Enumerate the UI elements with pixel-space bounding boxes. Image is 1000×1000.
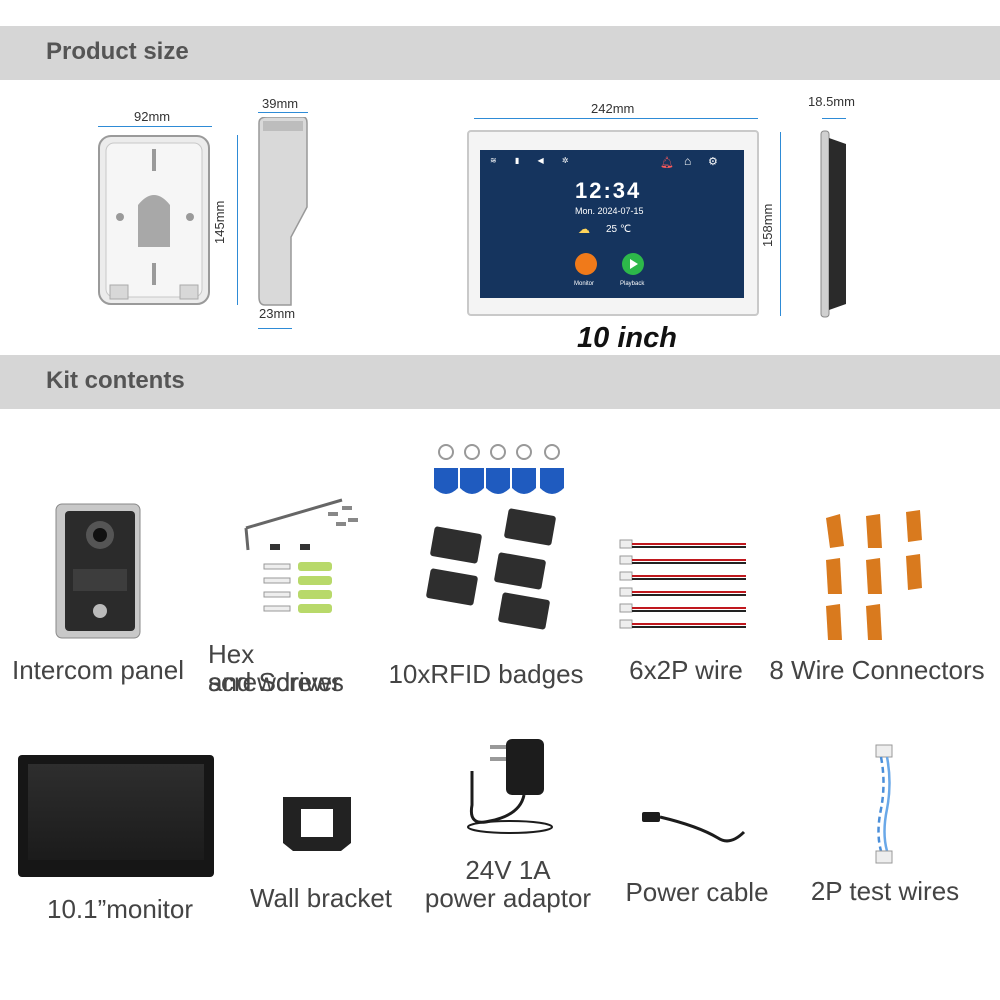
monitor-width-label: 242mm [591,101,635,116]
weather-icon: ☁ [578,222,590,236]
monitor-side-image [820,130,848,318]
kit-monitor-caption: 10.1”monitor [47,894,193,924]
playback-app-button[interactable] [622,253,644,275]
product-size-header: Product size [0,26,1000,80]
monitor-app-label: Monitor [574,281,595,287]
clock-date: Mon. 2024-07-15 [575,206,644,216]
monitor-front: ≋ ▮ ◀ ✲ 🔔︎ ⌂ ⚙ 12:34 Mon. 2024-07-15 ☁ 2… [467,130,759,316]
wire-connectors-image [818,508,938,648]
panel-depth-bottom-label: 23mm [259,306,296,321]
clock-time: 12:34 [575,178,642,203]
panel-bracket-image [98,135,210,305]
rfid-caption: 10xRFID badges [388,659,584,689]
power-cable-caption: Power cable [625,877,769,907]
monitor-size-label: 10 inch [577,322,677,354]
gear-icon[interactable]: ⚙ [708,156,718,168]
panel-depth-top-label: 39mm [262,96,299,111]
kit-monitor-image [18,755,214,877]
product-size-title: Product size [46,38,189,65]
wall-bracket-image [281,795,353,853]
power-adaptor-image [460,735,560,839]
rfid-badges-image [418,440,578,640]
wire-bundle-image [618,534,748,634]
test-wires-caption: 2P test wires [810,876,960,906]
power-cable-image [638,806,748,850]
play-icon [630,259,638,269]
bracket-caption: Wall bracket [249,883,393,913]
adaptor-caption-line1: 24V 1A [465,855,551,885]
kit-contents-header: Kit contents [0,355,1000,409]
panel-width-label: 92mm [134,109,171,124]
monitor-screen: ≋ ▮ ◀ ✲ 🔔︎ ⌂ ⚙ 12:34 Mon. 2024-07-15 ☁ 2… [480,150,744,298]
monitor-app-button[interactable] [575,253,597,275]
adaptor-caption-line2: power adaptor [424,883,592,913]
wire-caption: 6x2P wire [629,655,743,685]
screwdriver-caption-line2: and Screws [208,667,344,697]
home-icon[interactable]: ⌂ [684,154,692,168]
status-icons: ≋ ▮ ◀ ✲ [490,156,577,165]
connectors-caption: 8 Wire Connectors [769,655,985,685]
monitor-height-label: 158mm [760,203,775,247]
kit-contents-title: Kit contents [46,367,185,394]
intercom-panel-image [55,503,141,639]
test-wires-image [872,743,896,865]
panel-side-image [257,116,309,309]
temperature: 25 ℃ [606,224,632,235]
monitor-depth-label: 18.5mm [808,94,855,109]
bell-icon[interactable]: 🔔︎ [660,157,674,169]
panel-height-label: 145mm [212,200,227,244]
intercom-panel-caption: Intercom panel [12,655,184,685]
playback-app-label: Playback [620,281,645,287]
screwdriver-screws-image [238,492,370,624]
screwdriver-caption-line1: Hex screwdriver [208,639,341,697]
